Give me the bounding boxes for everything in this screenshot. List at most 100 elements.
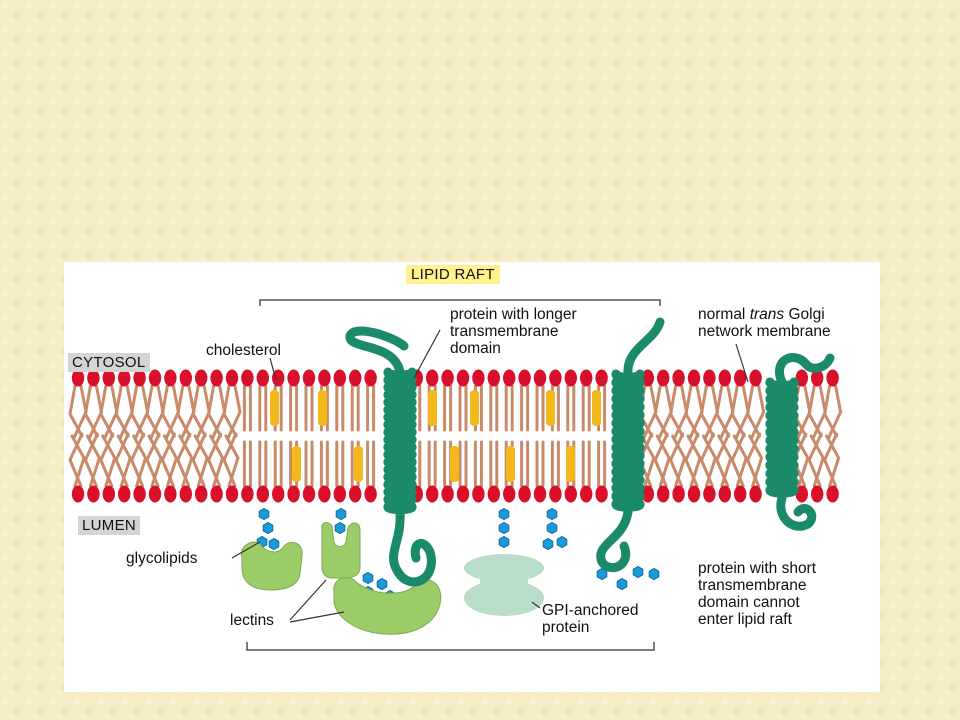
lipid-head-bottom	[657, 485, 670, 503]
lipid-head-top	[333, 369, 346, 387]
lipid-tail-bottom	[129, 432, 148, 488]
lipid-tail-bottom	[191, 432, 209, 488]
short-protein-top-loop	[775, 353, 835, 387]
cholesterol-bottom	[566, 446, 575, 482]
lipid-tail-top	[715, 384, 735, 440]
lipid-head-top	[749, 369, 762, 387]
sugar-hexagon	[632, 565, 644, 579]
lipid-tail-bottom	[443, 440, 453, 488]
lipid-tail-top	[520, 384, 530, 432]
lipid-tail-top	[191, 384, 211, 440]
lipid-head-bottom	[318, 485, 331, 503]
lipid-head-top	[533, 369, 547, 387]
long-protein-helix	[383, 367, 417, 515]
lipid-tail-top	[366, 384, 376, 432]
lipid-tail-top	[68, 384, 88, 440]
lipid-head-top	[287, 369, 300, 387]
lipid-head-bottom	[87, 485, 100, 503]
lipid-head-bottom	[148, 485, 162, 503]
lipid-head-bottom	[487, 485, 500, 503]
lipid-head-top	[318, 369, 331, 387]
lipid-tail-top	[83, 384, 103, 440]
lectin-left	[240, 541, 303, 591]
lipid-tail-bottom	[304, 440, 314, 488]
lipid-head-top	[225, 369, 239, 387]
lipid-tail-bottom	[273, 440, 283, 488]
cholesterol-top	[470, 390, 479, 426]
lipid-tail-bottom	[222, 432, 240, 488]
sugar-hexagon	[542, 537, 554, 551]
lipid-head-top	[472, 369, 485, 387]
leader-lines	[231, 329, 749, 623]
lipid-tail-top	[699, 384, 719, 440]
lipid-tail-top	[443, 384, 453, 432]
lipid-head-top	[349, 369, 362, 387]
lipid-tail-top	[289, 384, 299, 432]
lipid-head-bottom	[503, 485, 516, 503]
lipid-head-bottom	[580, 485, 593, 503]
lipid-tail-bottom	[258, 440, 268, 488]
lipid-head-top	[302, 369, 316, 387]
sugar-hexagon	[362, 571, 374, 585]
lipid-head-top	[718, 369, 731, 387]
short-protein-helix	[765, 377, 799, 498]
lipid-tail-bottom	[822, 432, 841, 488]
lipid-head-bottom	[456, 485, 470, 503]
lipid-raft-diagram: LIPID RAFT CYTOSOL LUMEN cholesterol pro…	[64, 262, 880, 692]
sugar-hexagon	[648, 567, 660, 581]
lipid-tail-top	[458, 384, 468, 432]
lipid-tail-bottom	[458, 440, 468, 488]
cholesterol-top	[428, 390, 437, 426]
lipid-head-bottom	[564, 485, 577, 503]
lipid-head-bottom	[71, 485, 85, 503]
lipid-head-top	[272, 369, 285, 387]
lipid-head-bottom	[533, 485, 547, 503]
lipid-tail-top	[653, 384, 673, 440]
lipid-head-bottom	[241, 485, 254, 503]
lipid-head-top	[426, 369, 439, 387]
lipid-head-bottom	[364, 485, 377, 503]
lipid-head-top	[811, 369, 824, 387]
sugar-hexagon	[376, 577, 388, 591]
lipid-head-top	[549, 369, 562, 387]
lipid-tail-bottom	[473, 440, 483, 488]
lipid-tail-bottom	[730, 432, 748, 488]
lipid-tail-top	[207, 384, 227, 440]
lipid-head-top	[672, 369, 685, 387]
lipid-head-bottom	[179, 485, 192, 503]
lipid-head-bottom	[302, 485, 316, 503]
raft-protein-top-tail	[623, 317, 665, 379]
lipid-head-bottom	[210, 485, 223, 503]
lipid-tail-bottom	[684, 432, 702, 488]
lipid-tail-bottom	[668, 432, 687, 488]
lipid-head-bottom	[687, 485, 701, 503]
lipid-head-bottom	[349, 485, 362, 503]
cholesterol-top	[546, 390, 555, 426]
lipid-tail-bottom	[550, 440, 560, 488]
sugar-hexagon	[334, 521, 346, 535]
lipid-head-bottom	[225, 485, 239, 503]
raft-protein-helix	[611, 369, 645, 512]
sugar-hexagon	[258, 507, 270, 521]
lipid-tail-bottom	[520, 440, 530, 488]
sugar-hexagon	[335, 507, 347, 521]
lipid-tail-bottom	[597, 440, 607, 488]
lipid-tail-top	[114, 384, 134, 440]
gpi-protein-label: GPI-anchored protein	[542, 602, 639, 636]
cholesterol-bottom	[450, 446, 459, 482]
lipid-head-bottom	[426, 485, 439, 503]
lipid-tail-bottom	[807, 432, 825, 488]
membrane-illustration	[68, 299, 843, 651]
lipid-tail-top	[535, 384, 545, 432]
lipid-head-top	[456, 369, 470, 387]
lipid-tail-top	[130, 384, 150, 440]
cholesterol-bottom	[506, 446, 515, 482]
lipid-head-bottom	[195, 485, 208, 503]
normal-membrane-label: normal trans Golgi network membrane	[698, 306, 831, 340]
lipid-head-bottom	[749, 485, 762, 503]
lipid-tail-top	[566, 384, 576, 432]
lipid-tail-bottom	[745, 432, 764, 488]
lipid-head-top	[118, 369, 131, 387]
lipid-head-bottom	[518, 485, 531, 503]
cytosol-label: CYTOSOL	[68, 353, 150, 372]
